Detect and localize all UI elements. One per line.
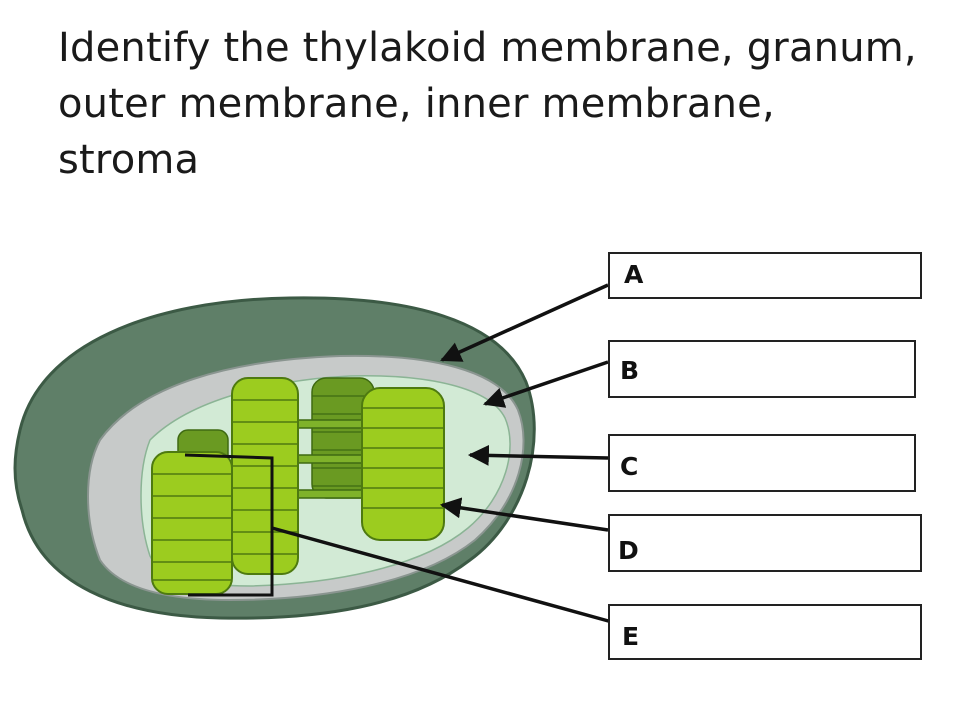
label-letter-c: C <box>620 452 639 481</box>
label-letter-a: A <box>624 260 644 289</box>
granum-right <box>361 387 445 541</box>
label-box-d[interactable]: D <box>608 514 922 572</box>
label-box-e[interactable]: E <box>608 604 922 660</box>
arrow-e <box>271 526 613 624</box>
granum-middle <box>231 377 299 575</box>
granum-left <box>151 451 233 595</box>
question-title: Identify the thylakoid membrane, granum,… <box>58 25 917 183</box>
label-box-c[interactable]: C <box>608 434 916 492</box>
granum-highlight-box <box>184 453 274 597</box>
label-box-b[interactable]: B <box>608 340 916 398</box>
arrow-d <box>439 497 609 532</box>
label-letter-d: D <box>618 536 639 565</box>
arrow-b <box>483 360 609 408</box>
label-letter-e: E <box>622 622 640 651</box>
label-letter-b: B <box>620 356 640 385</box>
label-box-a[interactable]: A <box>608 252 922 299</box>
arrow-c <box>467 444 609 466</box>
pointer-arrows <box>271 283 613 624</box>
arrow-a <box>440 283 609 362</box>
